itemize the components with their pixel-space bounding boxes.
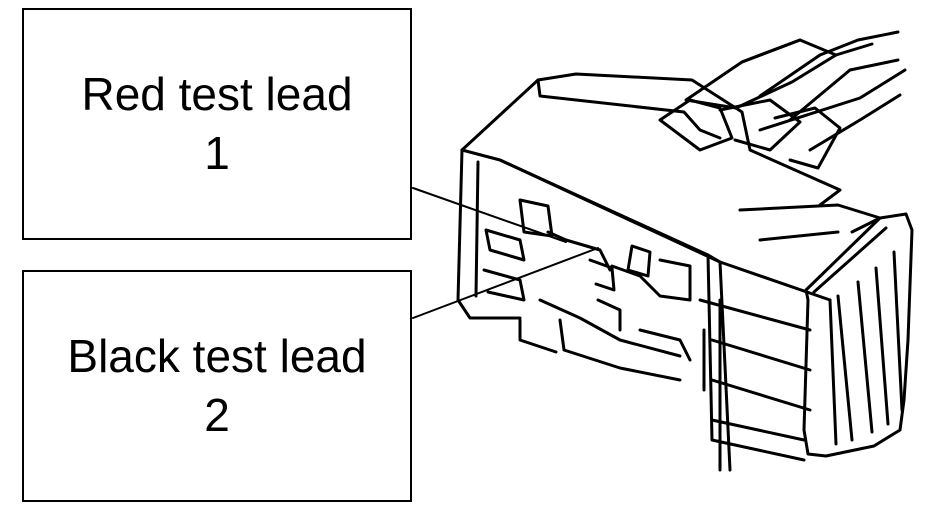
connector-housing	[456, 72, 882, 472]
wire-bundle	[658, 30, 907, 170]
callout-red-label: Red test lead	[81, 68, 353, 121]
callout-red-test-lead: Red test lead 1	[22, 8, 412, 240]
callout-red-number: 1	[204, 127, 230, 179]
callout-black-test-lead: Black test lead 2	[22, 270, 412, 502]
callout-black-number: 2	[204, 389, 230, 441]
leader-line-red	[412, 187, 567, 243]
release-tab	[802, 212, 914, 458]
callout-black-label: Black test lead	[67, 330, 367, 383]
terminals	[482, 198, 692, 382]
leader-line-black	[412, 247, 599, 319]
